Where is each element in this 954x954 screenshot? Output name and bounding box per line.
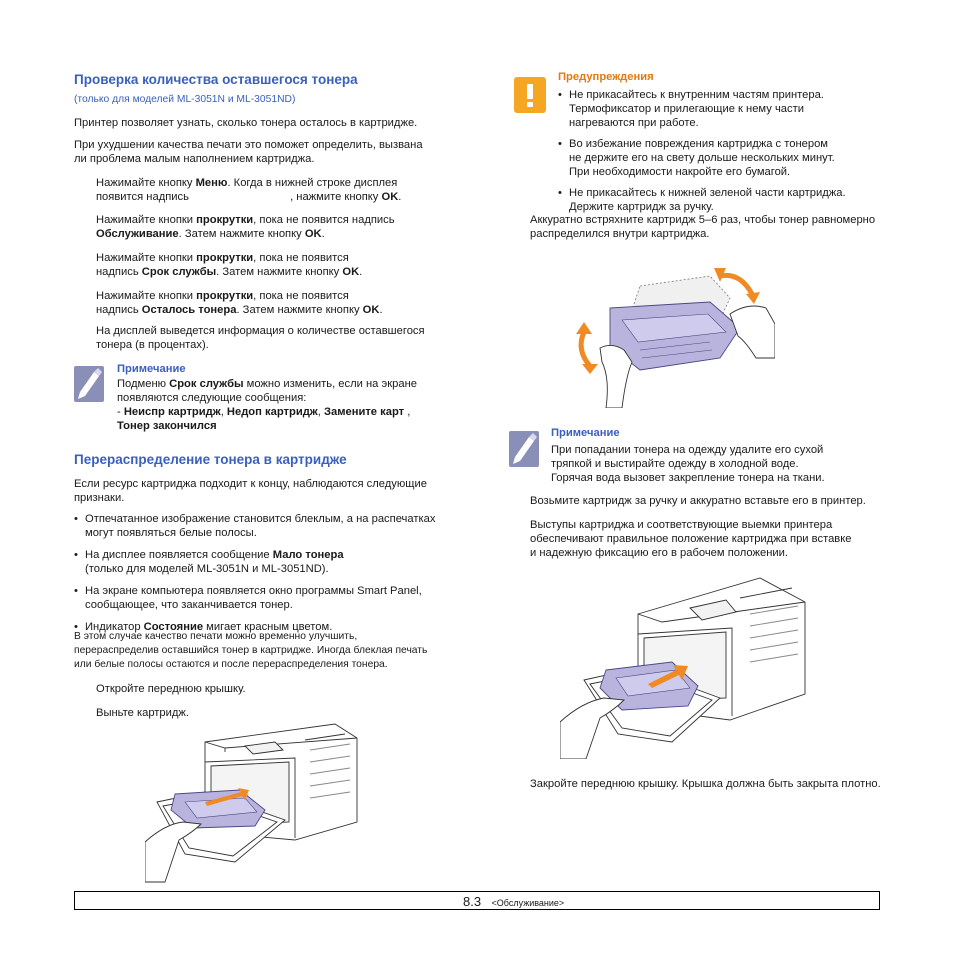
page-number: 8.3 bbox=[463, 894, 482, 909]
step-3: Нажимайте кнопки прокрутки, пока не появ… bbox=[96, 252, 363, 278]
warning-icon bbox=[514, 77, 546, 113]
printer-insert-cartridge-illustration bbox=[560, 577, 806, 759]
list-item: Отпечатанное изображение становится блек… bbox=[74, 512, 454, 540]
note-icon bbox=[74, 366, 104, 402]
paragraph-insert: Возьмите картридж за ручку и аккуратно в… bbox=[530, 495, 866, 507]
list-item: На экране компьютера появляется окно про… bbox=[74, 584, 454, 612]
note-title: Примечание bbox=[551, 427, 620, 439]
list-item: Не прикасайтесь к нижней зеленой части к… bbox=[558, 186, 888, 214]
section-title-toner-check: Проверка количества оставшегося тонера bbox=[74, 72, 358, 87]
note-body: Подменю Срок службы можно изменить, если… bbox=[117, 378, 417, 432]
section-name: <Обслуживание> bbox=[491, 898, 565, 908]
section-title-redistribute: Перераспределение тонера в картридже bbox=[74, 452, 347, 467]
paragraph-temp-fix: В этом случае качество печати можно врем… bbox=[74, 631, 428, 670]
step-7: Выньте картридж. bbox=[96, 707, 190, 719]
list-item: Во избежание повреждения картриджа с тон… bbox=[558, 137, 888, 179]
cartridge-shake-illustration bbox=[576, 268, 775, 408]
note-icon bbox=[509, 431, 539, 467]
list-item: Индикатор Состояние мигает красным цвето… bbox=[74, 620, 454, 634]
warning-title: Предупреждения bbox=[558, 71, 654, 83]
note-body: При попадании тонера на одежду удалите е… bbox=[551, 444, 825, 484]
step-6: Откройте переднюю крышку. bbox=[96, 683, 246, 695]
warning-list: Не прикасайтесь к внутренним частям прин… bbox=[558, 88, 888, 214]
signs-list: Отпечатанное изображение становится блек… bbox=[74, 512, 454, 634]
paragraph-line: ли проблема малым наполнением картриджа. bbox=[74, 153, 315, 165]
footer-content: 8.3 <Обслуживание> bbox=[463, 893, 564, 911]
step-1: Нажимайте кнопку Меню. Когда в нижней ст… bbox=[96, 177, 402, 203]
list-item: На дисплее появляется сообщение Мало тон… bbox=[74, 548, 454, 576]
list-item: Не прикасайтесь к внутренним частям прин… bbox=[558, 88, 888, 130]
paragraph-line: При ухудшении качества печати это поможе… bbox=[74, 139, 423, 151]
note-title: Примечание bbox=[117, 363, 186, 375]
paragraph-toner-info: Принтер позволяет узнать, сколько тонера… bbox=[74, 117, 418, 129]
paragraph-close: Закройте переднюю крышку. Крышка должна … bbox=[530, 778, 881, 790]
paragraph-signs: Если ресурс картриджа подходит к концу, … bbox=[74, 478, 427, 504]
paragraph-shake: Аккуратно встряхните картридж 5–6 раз, ч… bbox=[530, 214, 876, 240]
step-4: Нажимайте кнопки прокрутки, пока не появ… bbox=[96, 290, 383, 316]
paragraph-alignment: Выступы картриджа и соответствующие выем… bbox=[530, 519, 852, 559]
step-5: На дисплей выведется информация о количе… bbox=[96, 325, 425, 351]
printer-remove-cartridge-illustration bbox=[145, 723, 358, 883]
section-subtitle-models: (только для моделей ML-3051N и ML-3051ND… bbox=[74, 94, 296, 105]
paragraph-quality: При ухудшении качества печати это поможе… bbox=[74, 138, 423, 166]
page-footer: 8.3 <Обслуживание> bbox=[74, 891, 880, 910]
step-2: Нажимайте кнопки прокрутки, пока не появ… bbox=[96, 214, 395, 240]
